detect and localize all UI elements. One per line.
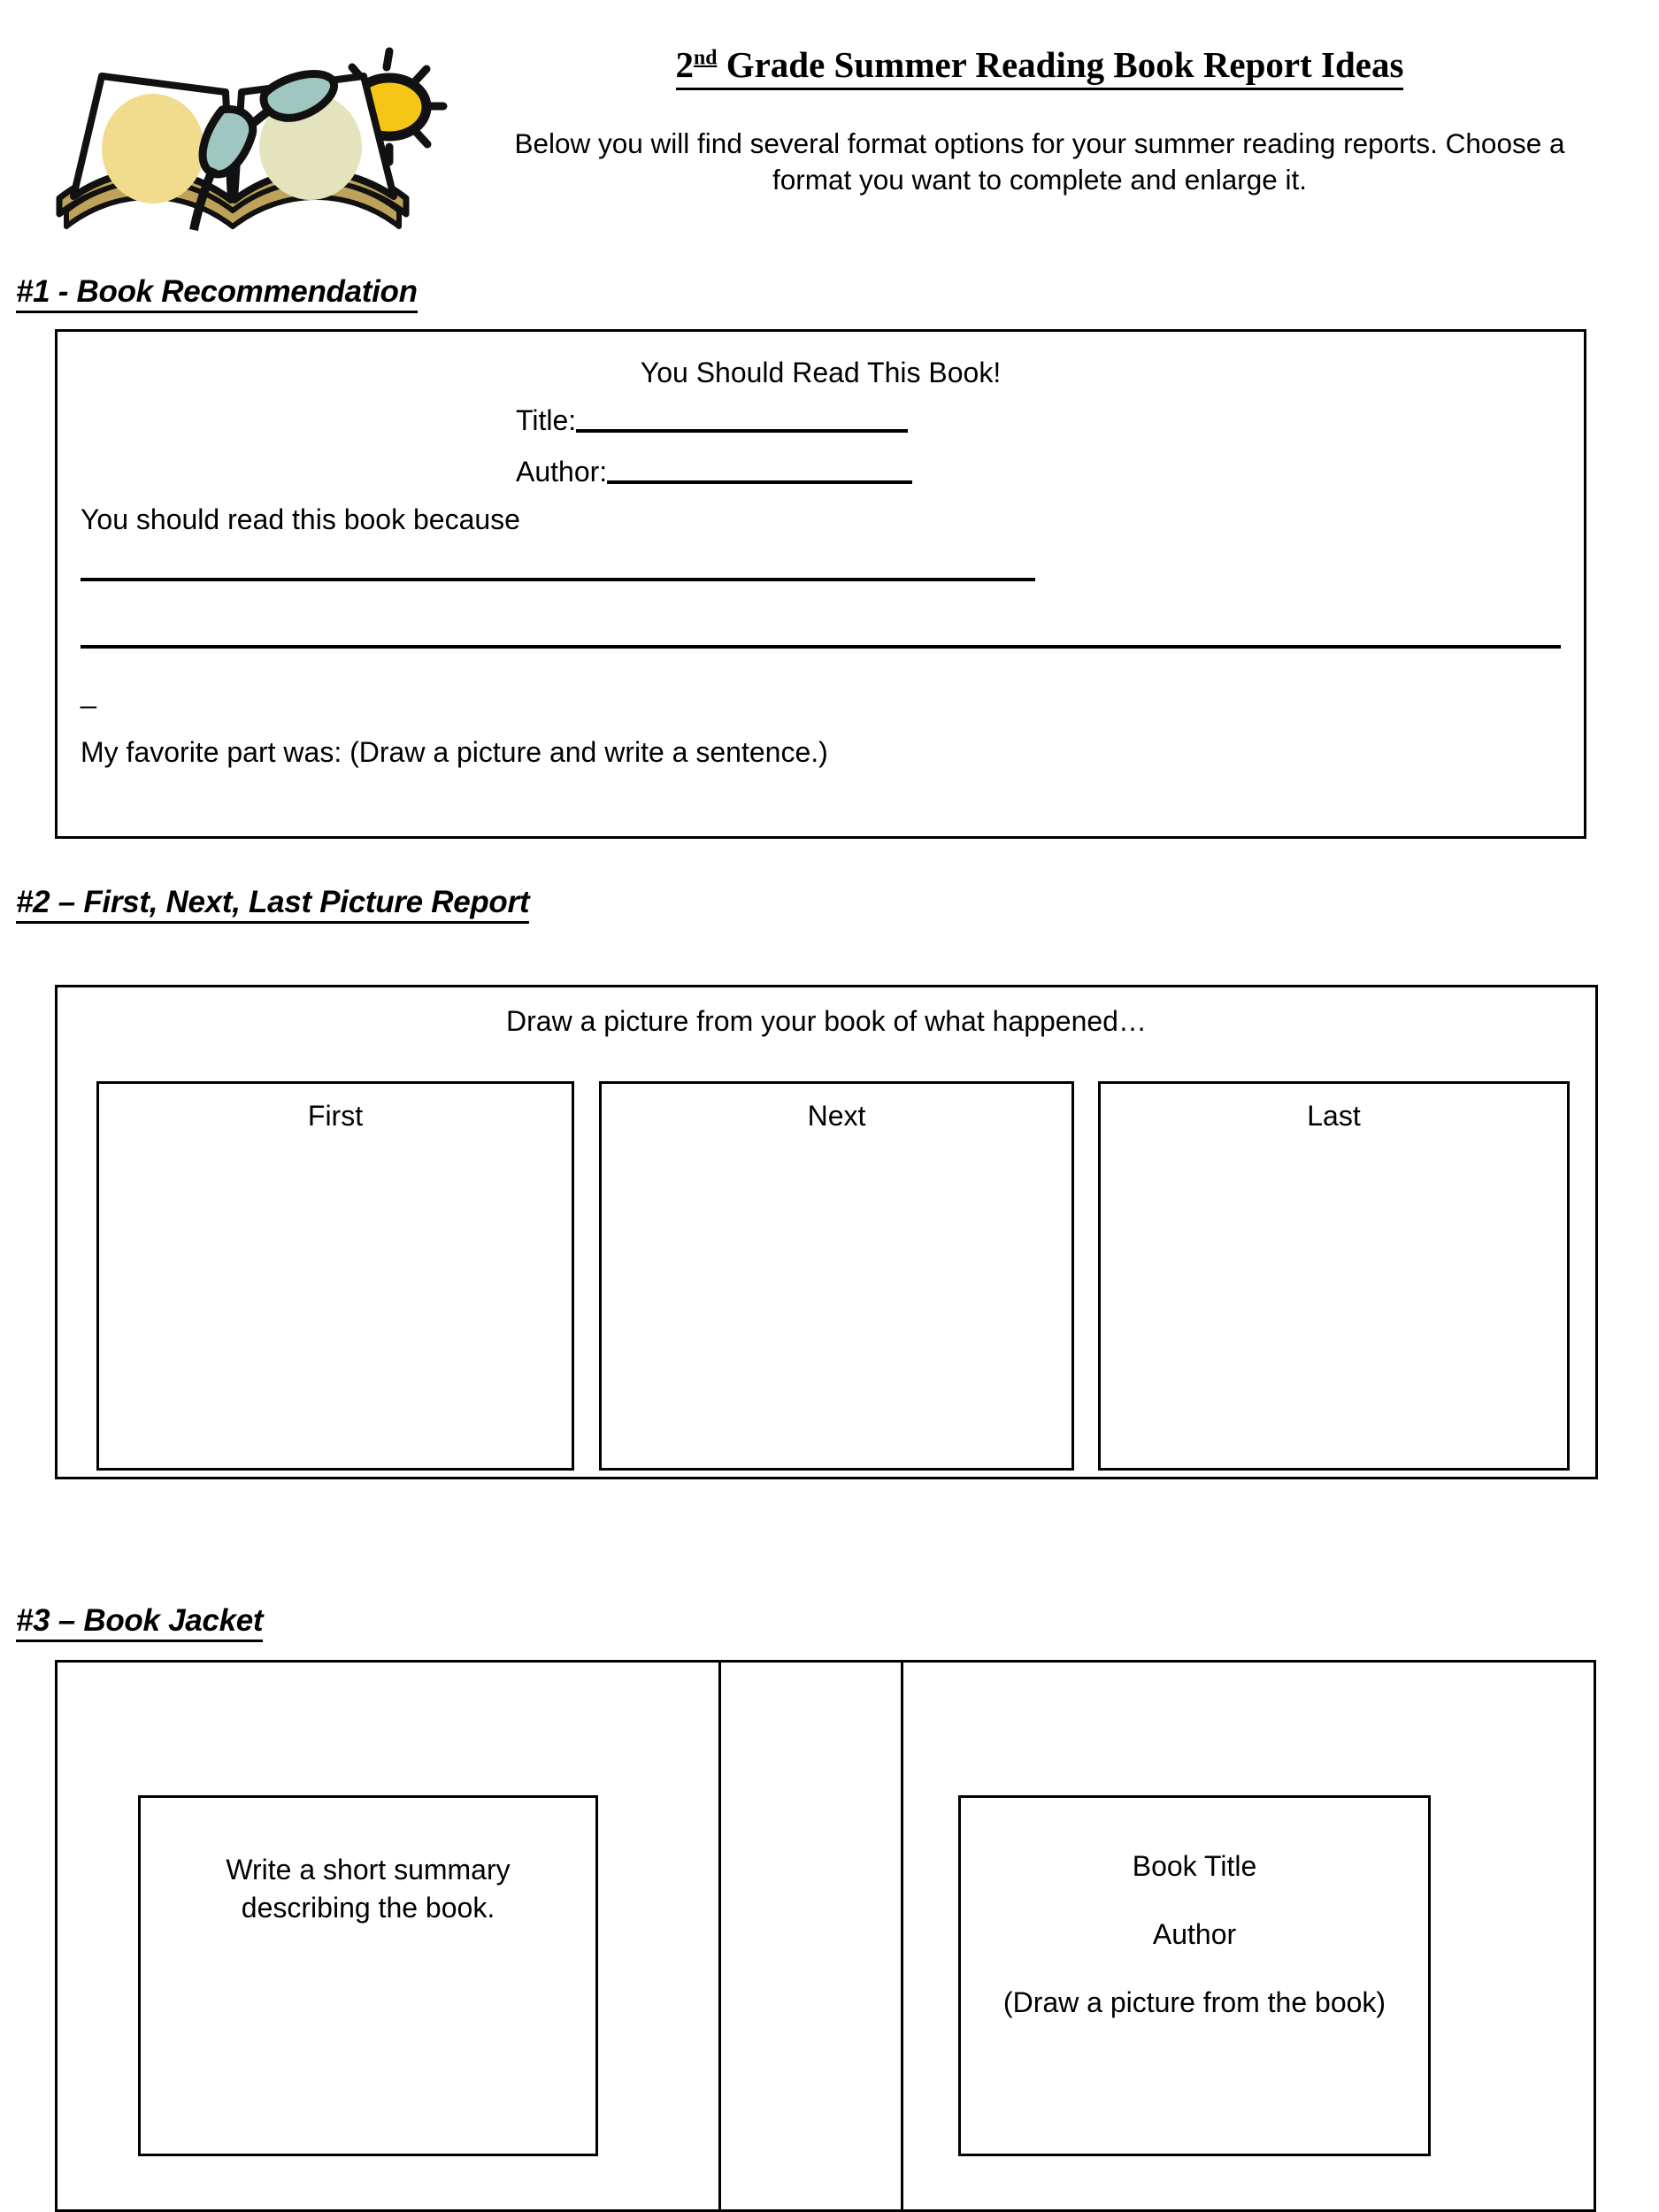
title-label: Title: — [516, 404, 577, 436]
jacket-author-label: Author — [1152, 1917, 1237, 1950]
favorite-part-prompt-text: My favorite part was: (Draw a picture an… — [81, 736, 828, 768]
jacket-spine-column[interactable] — [718, 1663, 903, 2209]
because-write-line-1[interactable] — [81, 578, 1035, 581]
jacket-summary-line-2: describing the book. — [241, 1891, 495, 1924]
panel-label-first: First — [307, 1100, 364, 1132]
draw-instruction-text: Draw a picture from your book of what ha… — [506, 1005, 1147, 1037]
author-field-row: Author: — [516, 456, 913, 488]
jacket-front-cover-column: Book Title Author (Draw a picture from t… — [903, 1663, 1596, 2209]
jacket-front-panel[interactable]: Book Title Author (Draw a picture from t… — [958, 1795, 1431, 2156]
jacket-summary-line-1: Write a short summary — [226, 1854, 511, 1886]
box1-header-text: You Should Read This Book! — [640, 357, 1002, 388]
jacket-summary-text: Write a short summary describing the boo… — [141, 1851, 595, 1927]
panel-label-last: Last — [1307, 1100, 1361, 1132]
page-title: 2nd Grade Summer Reading Book Report Ide… — [675, 44, 1404, 91]
title-prefix: 2 — [675, 44, 695, 85]
book-recommendation-box: You Should Read This Book! Title: Author… — [55, 329, 1586, 839]
jacket-draw-picture-label: (Draw a picture from the book) — [1002, 1985, 1386, 2018]
book-jacket-box: Write a short summary describing the boo… — [55, 1660, 1596, 2212]
page-subtitle: Below you will find several format optio… — [514, 127, 1565, 196]
because-prompt-text: You should read this book because — [81, 503, 520, 535]
title-block: 2nd Grade Summer Reading Book Report Ide… — [469, 44, 1610, 198]
because-write-line-2[interactable] — [81, 645, 1561, 649]
author-label: Author: — [516, 456, 608, 488]
title-ordinal-suffix: nd — [694, 46, 718, 70]
section-heading-2: #2 – First, Next, Last Picture Report — [16, 885, 530, 924]
panel-label-next: Next — [807, 1100, 866, 1132]
jacket-book-title-label: Book Title — [1132, 1850, 1257, 1882]
title-rest: Grade Summer Reading Book Report Ideas — [717, 44, 1404, 85]
draw-panel-next[interactable]: Next — [599, 1081, 1074, 1471]
header: 2nd Grade Summer Reading Book Report Ide… — [0, 0, 1659, 265]
draw-panel-last[interactable]: Last — [1098, 1081, 1570, 1471]
jacket-front-text: Book Title Author (Draw a picture from t… — [961, 1847, 1428, 2022]
because-write-line-3[interactable]: _ — [81, 677, 96, 709]
jacket-summary-panel[interactable]: Write a short summary describing the boo… — [138, 1795, 598, 2156]
title-field-row: Title: — [516, 404, 909, 436]
section-heading-1: #1 - Book Recommendation — [16, 274, 418, 313]
first-next-last-box: Draw a picture from your book of what ha… — [55, 985, 1598, 1479]
draw-panel-first[interactable]: First — [96, 1081, 574, 1471]
open-book-with-sunglasses-and-sun-icon — [49, 25, 465, 264]
title-write-line[interactable] — [576, 429, 909, 433]
author-write-line[interactable] — [607, 480, 913, 484]
jacket-back-cover-column: Write a short summary describing the boo… — [58, 1663, 718, 2209]
section-heading-3: #3 – Book Jacket — [16, 1603, 264, 1642]
